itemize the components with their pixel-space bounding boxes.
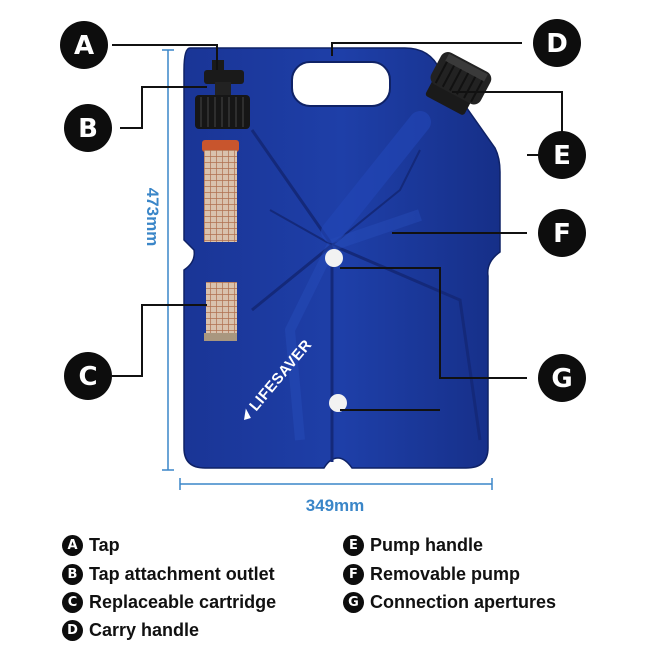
legend-item-e: E Pump handle	[343, 532, 483, 558]
callout-letter-c: C	[78, 362, 97, 392]
connection-aperture-top	[325, 249, 343, 267]
legend-item-c: C Replaceable cartridge	[62, 589, 276, 615]
legend-badge-d: D	[62, 619, 83, 641]
height-dimension-label: 473mm	[143, 188, 162, 247]
legend-item-a: A Tap	[62, 532, 120, 558]
width-dimension-label: 349mm	[306, 496, 365, 515]
legend-item-d: D Carry handle	[62, 617, 199, 643]
tap-attachment-outlet	[195, 95, 250, 129]
callout-letter-d: D	[546, 29, 568, 59]
legend-label-c: Replaceable cartridge	[89, 591, 277, 612]
legend-label-e: Pump handle	[370, 534, 484, 555]
legend-badge-a: A	[62, 534, 83, 556]
legend-badge-f: F	[343, 563, 364, 585]
legend-label-f: Removable pump	[370, 563, 521, 584]
legend-label-g: Connection apertures	[370, 591, 557, 612]
tap	[204, 60, 244, 96]
callout-letter-b: B	[78, 114, 98, 144]
legend-badge-g: G	[343, 591, 364, 613]
legend-label-b: Tap attachment outlet	[89, 563, 275, 584]
legend-badge-e: E	[343, 534, 364, 556]
legend-badge-c: C	[62, 591, 83, 613]
legend-label-d: Carry handle	[89, 619, 200, 640]
leader-lines	[112, 42, 563, 411]
height-dimension	[162, 49, 174, 471]
callout-letter-g: G	[551, 364, 572, 394]
legend-item-b: B Tap attachment outlet	[62, 561, 275, 587]
legend-item-f: F Removable pump	[343, 561, 520, 587]
jerrycan-container	[183, 47, 501, 469]
legend-label-a: Tap	[89, 534, 120, 555]
carry-handle-cutout	[291, 61, 391, 107]
callout-letter-f: F	[553, 219, 571, 249]
legend-item-g: G Connection apertures	[343, 589, 556, 615]
callout-badges	[60, 19, 586, 402]
callout-letter-e: E	[553, 141, 571, 171]
legend-badge-b: B	[62, 563, 83, 585]
connection-aperture-bottom	[329, 394, 347, 412]
callout-letter-a: A	[74, 31, 94, 61]
width-dimension	[179, 478, 493, 490]
replaceable-cartridge	[202, 140, 239, 341]
